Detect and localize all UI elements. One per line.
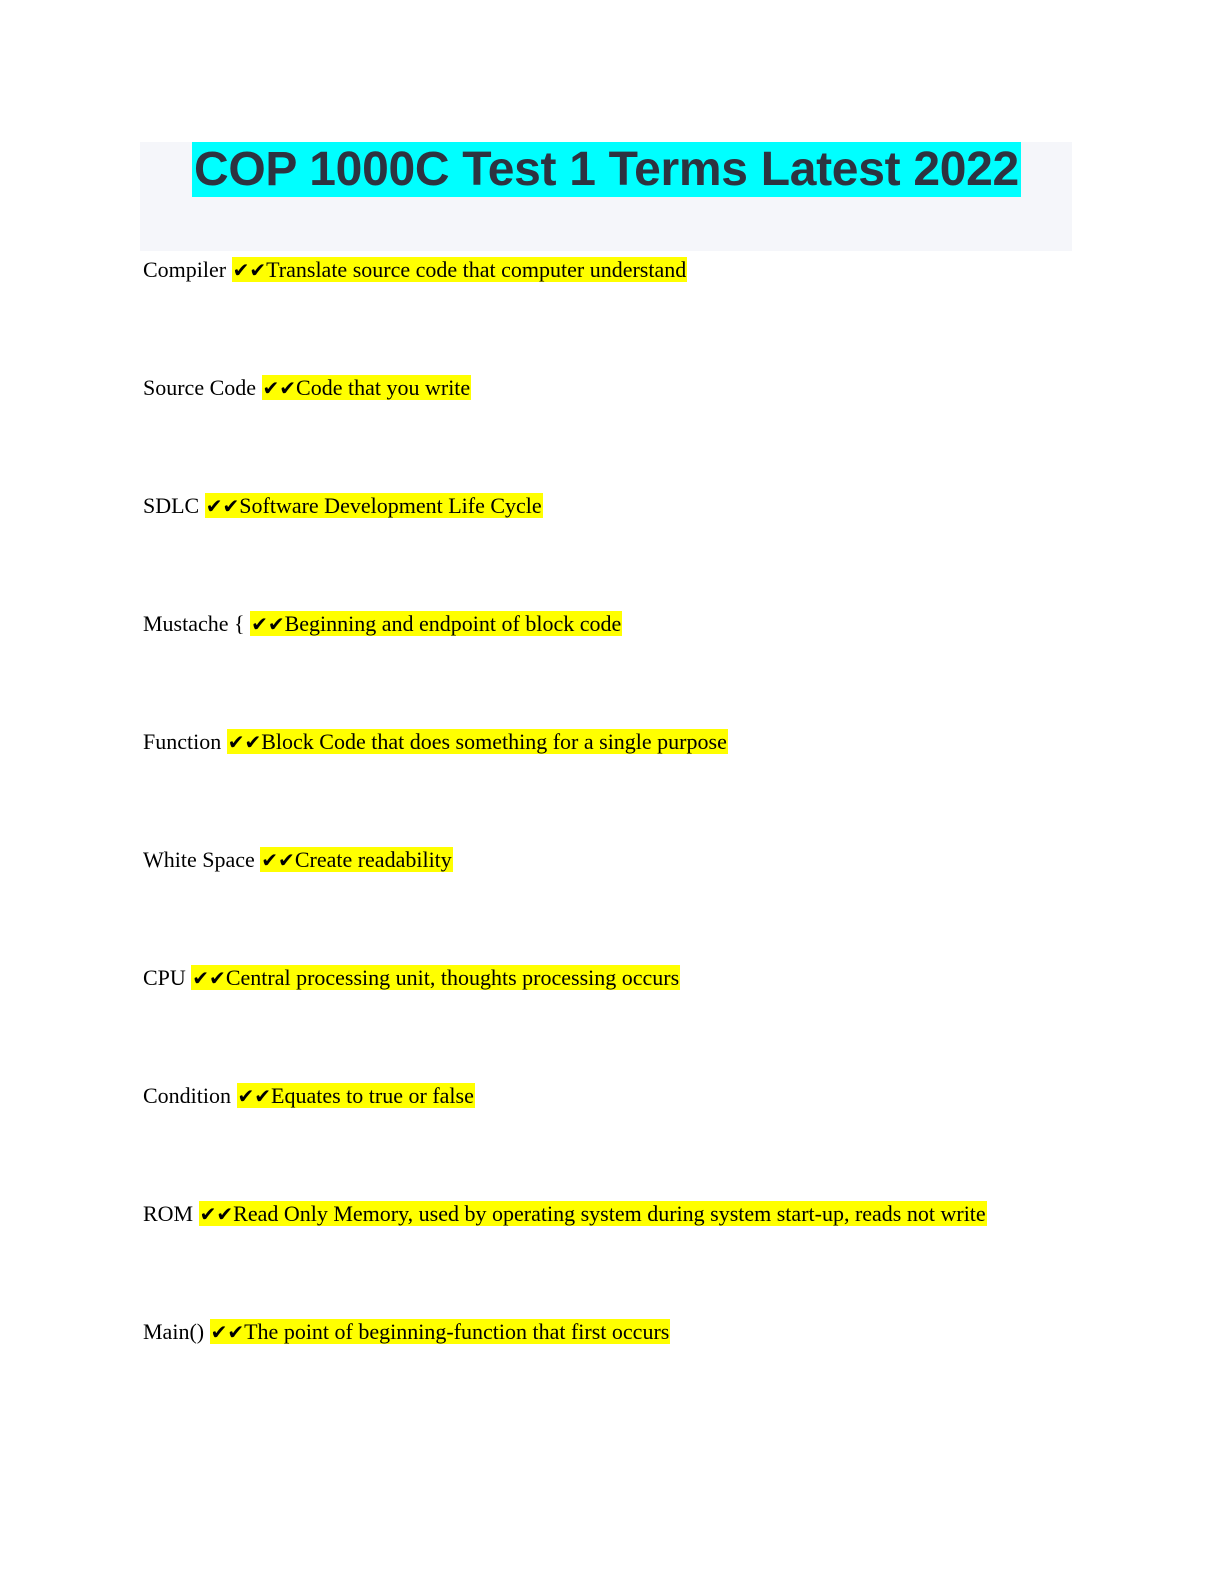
- check-icon: ✔✔: [232, 258, 267, 282]
- term-item: Main() ✔✔The point of beginning-function…: [143, 1316, 671, 1348]
- page-title: COP 1000C Test 1 Terms Latest 2022: [192, 142, 1021, 197]
- term-label: White Space: [143, 847, 255, 872]
- definition-highlight: ✔✔Read Only Memory, used by operating sy…: [198, 1201, 987, 1226]
- definition-text: Code that you write: [296, 375, 471, 400]
- definition-text: Software Development Life Cycle: [239, 493, 542, 518]
- term-item: Mustache { ✔✔Beginning and endpoint of b…: [143, 608, 623, 640]
- definition-text: Beginning and endpoint of block code: [284, 611, 622, 636]
- definition-text: Translate source code that computer unde…: [266, 257, 687, 282]
- check-icon: ✔✔: [192, 966, 226, 990]
- definition-highlight: ✔✔Code that you write: [261, 375, 472, 400]
- term-label: Condition: [143, 1083, 232, 1108]
- definition-highlight: ✔✔Equates to true or false: [236, 1083, 475, 1108]
- term-label: Mustache {: [143, 611, 245, 636]
- term-label: Main(): [143, 1319, 205, 1344]
- term-item: Source Code ✔✔Code that you write: [143, 372, 472, 404]
- definition-text: Block Code that does something for a sin…: [261, 729, 727, 754]
- check-icon: ✔✔: [237, 1084, 272, 1108]
- definition-highlight: ✔✔Block Code that does something for a s…: [226, 729, 728, 754]
- check-icon: ✔✔: [227, 730, 262, 754]
- check-icon: ✔✔: [205, 494, 240, 518]
- check-icon: ✔✔: [261, 848, 295, 872]
- term-item: Compiler ✔✔Translate source code that co…: [143, 254, 688, 286]
- term-item: White Space ✔✔Create readability: [143, 844, 453, 876]
- definition-highlight: ✔✔Translate source code that computer un…: [231, 257, 688, 282]
- term-label: CPU: [143, 965, 186, 990]
- term-item: SDLC ✔✔Software Development Life Cycle: [143, 490, 543, 522]
- definition-highlight: ✔✔The point of beginning-function that f…: [209, 1319, 671, 1344]
- term-label: SDLC: [143, 493, 200, 518]
- definition-highlight: ✔✔Create readability: [260, 847, 453, 872]
- definition-text: Create readability: [294, 847, 452, 872]
- check-icon: ✔✔: [210, 1320, 245, 1344]
- term-item: Condition ✔✔Equates to true or false: [143, 1080, 475, 1112]
- definition-text: Read Only Memory, used by operating syst…: [233, 1201, 986, 1226]
- term-item: CPU ✔✔Central processing unit, thoughts …: [143, 962, 681, 994]
- definition-text: Central processing unit, thoughts proces…: [225, 965, 680, 990]
- definition-highlight: ✔✔Software Development Life Cycle: [204, 493, 543, 518]
- definition-highlight: ✔✔Central processing unit, thoughts proc…: [191, 965, 681, 990]
- check-icon: ✔✔: [262, 376, 297, 400]
- term-label: Function: [143, 729, 222, 754]
- definition-text: The point of beginning-function that fir…: [244, 1319, 670, 1344]
- term-item: Function ✔✔Block Code that does somethin…: [143, 726, 728, 758]
- definition-text: Equates to true or false: [271, 1083, 474, 1108]
- check-icon: ✔✔: [251, 612, 285, 636]
- term-label: Compiler: [143, 257, 227, 282]
- term-item: ROM ✔✔Read Only Memory, used by operatin…: [143, 1198, 987, 1230]
- definition-highlight: ✔✔Beginning and endpoint of block code: [250, 611, 623, 636]
- check-icon: ✔✔: [199, 1202, 234, 1226]
- term-label: Source Code: [143, 375, 257, 400]
- term-label: ROM: [143, 1201, 194, 1226]
